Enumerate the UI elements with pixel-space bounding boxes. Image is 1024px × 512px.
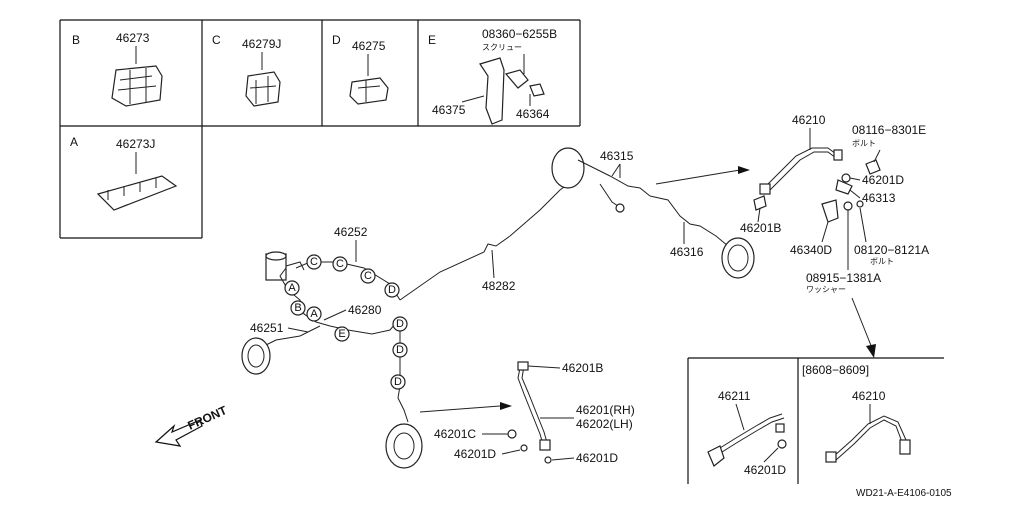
label-46315: 46315 bbox=[600, 149, 634, 163]
inset-e-clip-part-number: 46364 bbox=[516, 107, 550, 121]
label-46280: 46280 bbox=[348, 303, 382, 317]
inset-a: A 46273J bbox=[70, 135, 178, 211]
svg-text:E: E bbox=[338, 328, 345, 340]
clip-46275-drawing bbox=[349, 77, 389, 105]
label-46201b-top: 46201B bbox=[740, 221, 781, 235]
hose-46211-drawing bbox=[707, 413, 787, 467]
variant-range: [8608−8609] bbox=[802, 363, 869, 377]
label-48282: 48282 bbox=[482, 279, 516, 293]
rear-brake-drum-left bbox=[551, 147, 651, 213]
label-46201c: 46201C bbox=[434, 427, 476, 441]
clip-marker-d-1: D bbox=[384, 282, 400, 298]
clip-46273-drawing bbox=[111, 65, 163, 107]
svg-text:D: D bbox=[396, 318, 404, 330]
clip-marker-a-2: A bbox=[306, 306, 322, 322]
label-46313: 46313 bbox=[862, 191, 896, 205]
clip-marker-c-2: C bbox=[332, 256, 348, 272]
inset-d: D 46275 bbox=[332, 33, 389, 105]
svg-text:D: D bbox=[394, 376, 402, 388]
svg-text:C: C bbox=[310, 256, 318, 268]
main-brake-assembly bbox=[241, 147, 755, 469]
clip-marker-d-2: D bbox=[392, 316, 408, 332]
rear-brake-drum-right bbox=[721, 237, 755, 279]
inset-d-letter: D bbox=[332, 33, 341, 47]
inset-e-bracket-part-number: 46375 bbox=[432, 103, 466, 117]
label-08116-8301e: 08116−8301E bbox=[852, 123, 926, 137]
label-46211: 46211 bbox=[718, 389, 751, 403]
clip-marker-d-3: D bbox=[392, 342, 408, 358]
svg-text:D: D bbox=[396, 344, 404, 356]
svg-text:A: A bbox=[288, 282, 296, 294]
front-right-brake bbox=[385, 423, 423, 469]
hose-46210-variant-drawing bbox=[825, 415, 911, 463]
label-08120-8121a: 08120−8121A bbox=[854, 243, 929, 257]
clip-marker-d-4: D bbox=[390, 374, 406, 390]
clip-marker-c-1: C bbox=[306, 254, 322, 270]
front-label: FRONT bbox=[186, 403, 230, 433]
pipe-48282 bbox=[399, 177, 577, 301]
label-46201d-right: 46201D bbox=[576, 451, 618, 465]
inset-e-screw-note: スクリュー bbox=[482, 43, 522, 52]
inset-e-screw-part-number: 08360−6255B bbox=[482, 27, 557, 41]
svg-text:D: D bbox=[388, 284, 396, 296]
clip-marker-c-3: C bbox=[360, 268, 376, 284]
inset-c-letter: C bbox=[212, 33, 221, 47]
label-46202-lh: 46202(LH) bbox=[576, 417, 633, 431]
washer-note: ワッシャー bbox=[806, 285, 846, 294]
inset-a-letter: A bbox=[70, 135, 78, 149]
inset-e-letter: E bbox=[428, 33, 436, 47]
clip-46273j-drawing bbox=[96, 175, 178, 211]
pipe-46316 bbox=[649, 195, 729, 247]
bolt-note-2: ボルト bbox=[870, 257, 894, 266]
rear-hose-detail bbox=[753, 147, 881, 223]
master-cylinder-drawing bbox=[265, 251, 305, 281]
front-direction-arrow: FRONT bbox=[154, 403, 230, 447]
inset-d-part-number: 46275 bbox=[352, 39, 386, 53]
inset-b-part-number: 46273 bbox=[116, 31, 150, 45]
inset-c-part-number: 46279J bbox=[242, 37, 281, 51]
front-left-brake bbox=[241, 337, 271, 375]
svg-text:C: C bbox=[364, 270, 372, 282]
label-08915-1381a: 08915−1381A bbox=[806, 271, 881, 285]
clip-markers: C C C D A B A E D D D bbox=[284, 254, 408, 390]
bracket-46375-drawing bbox=[479, 57, 545, 125]
label-46210-top: 46210 bbox=[792, 113, 826, 127]
svg-text:B: B bbox=[294, 302, 301, 314]
clip-marker-b-1: B bbox=[290, 300, 306, 316]
inset-c: C 46279J bbox=[212, 33, 281, 107]
front-hose-detail bbox=[507, 361, 552, 464]
inset-a-part-number: 46273J bbox=[116, 137, 155, 151]
clip-marker-a-1: A bbox=[284, 280, 300, 296]
inset-grid bbox=[59, 19, 581, 239]
label-46201-rh: 46201(RH) bbox=[576, 403, 635, 417]
label-46316: 46316 bbox=[670, 245, 704, 259]
inset-b: B 46273 bbox=[72, 31, 163, 107]
bolt-note-1: ボルト bbox=[852, 139, 876, 148]
svg-text:C: C bbox=[336, 258, 344, 270]
label-46201d-left: 46201D bbox=[454, 447, 496, 461]
drawing-code: WD21-A-E4106-0105 bbox=[856, 488, 952, 499]
svg-text:A: A bbox=[310, 308, 318, 320]
label-46252: 46252 bbox=[334, 225, 368, 239]
clip-46279j-drawing bbox=[245, 71, 281, 107]
variant-box: [8608−8609] 46211 46201D 46210 bbox=[687, 357, 944, 484]
label-46210-variant: 46210 bbox=[852, 389, 886, 403]
label-46201b-mid: 46201B bbox=[562, 361, 603, 375]
label-46201d-top: 46201D bbox=[862, 173, 904, 187]
label-46251: 46251 bbox=[250, 321, 284, 335]
label-46340d: 46340D bbox=[790, 243, 832, 257]
label-46201d-variant: 46201D bbox=[744, 463, 786, 477]
inset-e: E 08360−6255B スクリュー 46375 46364 bbox=[428, 27, 557, 125]
inset-b-letter: B bbox=[72, 33, 80, 47]
clip-marker-e-1: E bbox=[334, 326, 350, 342]
